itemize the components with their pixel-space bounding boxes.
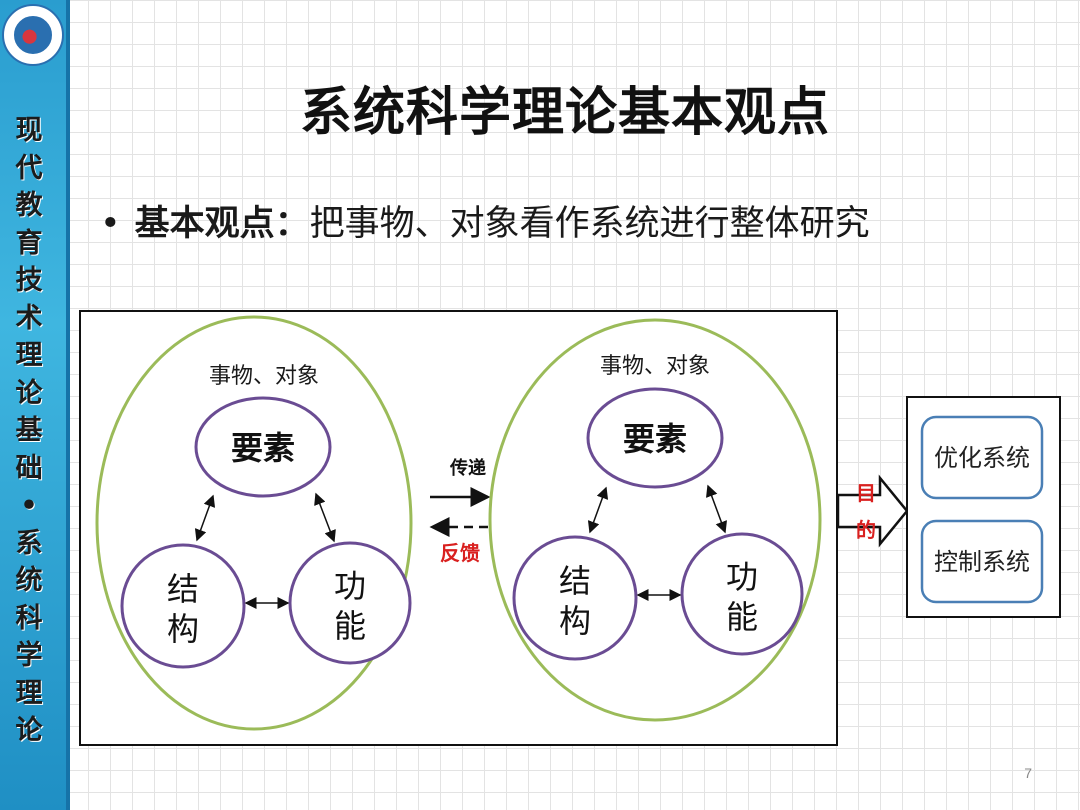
bullet-marker: • xyxy=(100,204,121,244)
transfer-label: 传递 xyxy=(449,457,486,479)
page-title: 系统科学理论基本观点 xyxy=(299,83,830,143)
sidebar-edge xyxy=(66,0,70,810)
right-structure-label-2: 构 xyxy=(559,602,591,640)
left-system-caption: 事物、对象 xyxy=(209,364,319,389)
left-arrow-element-structure xyxy=(194,494,216,542)
left-system-ellipse xyxy=(95,315,413,731)
right-function-label-1: 功 xyxy=(726,558,758,596)
left-structure-node xyxy=(120,543,246,669)
right-element-label: 要素 xyxy=(623,420,687,458)
right-function-node xyxy=(680,532,804,656)
goal-control xyxy=(920,519,1044,604)
left-function-label-2: 能 xyxy=(334,607,366,645)
page-number: 7 xyxy=(1024,765,1032,781)
left-function-label-1: 功 xyxy=(334,567,366,605)
university-logo-icon xyxy=(2,4,64,66)
purpose-arrow xyxy=(836,474,909,548)
left-arrow-element-function xyxy=(314,492,336,543)
purpose-label-1: 目 xyxy=(856,481,876,505)
bullet-lead: 基本观点： xyxy=(134,203,310,244)
left-structure-label-2: 构 xyxy=(167,610,199,648)
left-structure-label-1: 结 xyxy=(167,570,199,608)
right-arrow-element-function xyxy=(706,484,727,534)
left-function-node xyxy=(288,541,412,665)
right-arrow-element-structure xyxy=(587,486,609,534)
left-element-label: 要素 xyxy=(231,429,295,467)
feedback-label: 反馈 xyxy=(440,541,480,565)
right-function-label-2: 能 xyxy=(726,598,758,636)
right-system-caption: 事物、对象 xyxy=(600,354,710,379)
purpose-label-2: 的 xyxy=(856,518,876,542)
right-element-node xyxy=(586,387,724,489)
right-structure-node xyxy=(512,535,638,661)
goal-control-label: 控制系统 xyxy=(934,548,1030,576)
goal-optimize xyxy=(920,415,1044,500)
bullet-point: • 基本观点：把事物、对象看作系统进行整体研究 xyxy=(100,195,870,246)
left-element-node xyxy=(194,396,332,498)
bullet-text: 把事物、对象看作系统进行整体研究 xyxy=(309,204,870,244)
sidebar: 现 代 教 育 技 术 理 论 基 础 • 系 统 科 学 理 论 xyxy=(0,0,66,810)
right-structure-label-1: 结 xyxy=(559,562,591,600)
vertical-course-title: 现 代 教 育 技 术 理 论 基 础 • 系 统 科 学 理 论 xyxy=(15,115,43,746)
goal-optimize-label: 优化系统 xyxy=(934,444,1030,472)
right-system-ellipse xyxy=(488,318,822,722)
